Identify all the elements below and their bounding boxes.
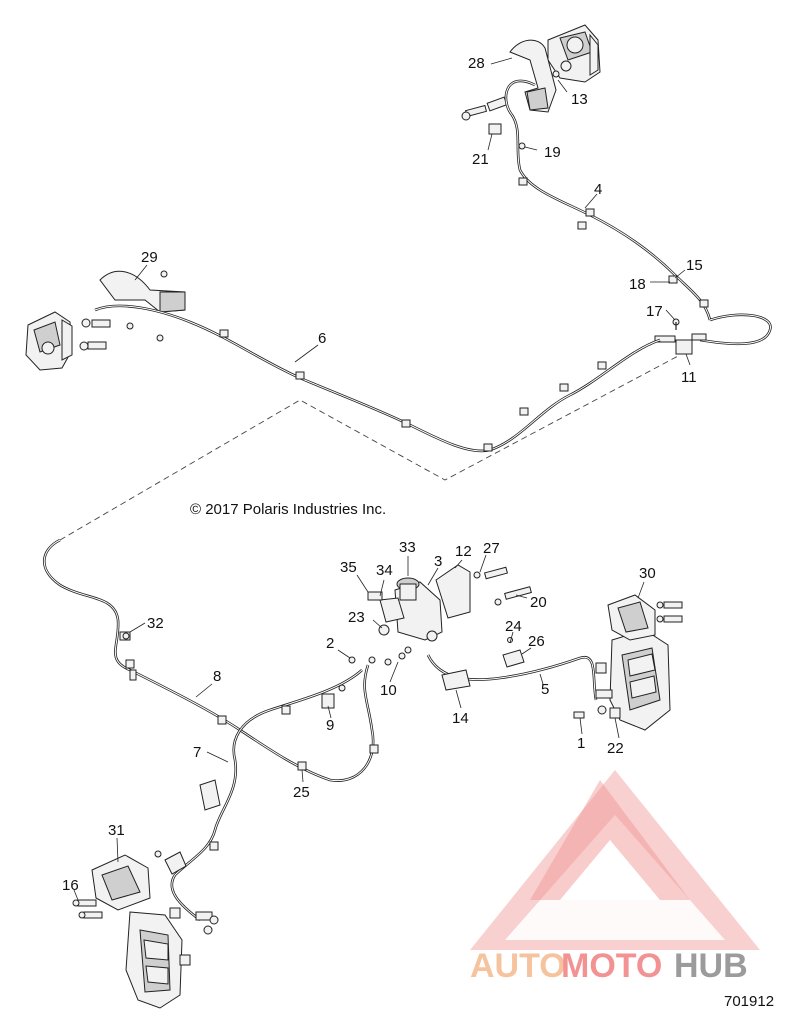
callout-11: 11	[681, 369, 697, 386]
clip-24	[502, 649, 525, 668]
callout-6: 6	[318, 330, 326, 347]
continuation-dashed-line	[59, 354, 681, 541]
line-clips-4	[518, 177, 709, 308]
callout-29: 29	[141, 249, 158, 266]
caliper-upper-left	[25, 311, 73, 371]
callout-32: 32	[147, 615, 164, 632]
hardware-lower-right	[573, 601, 683, 719]
callout-4: 4	[594, 181, 602, 198]
caliper-lower-left	[125, 911, 183, 1009]
brake-line-8	[43, 538, 375, 782]
callout-23: 23	[348, 609, 365, 626]
callout-24: 24	[505, 618, 522, 635]
mounting-bracket-28	[509, 39, 557, 113]
brake-line-4	[504, 79, 712, 321]
callout-21: 21	[472, 151, 489, 168]
callout-3: 3	[434, 553, 442, 570]
hardware-master-cylinder	[122, 566, 532, 709]
callout-25: 25	[293, 784, 310, 801]
callout-1: 1	[577, 735, 585, 752]
master-cylinder-3	[379, 577, 443, 642]
callout-5: 5	[541, 681, 549, 698]
brake-pad-31	[91, 854, 151, 911]
hardware-upper-right	[461, 70, 560, 150]
copyright-text: © 2017 Polaris Industries Inc.	[190, 501, 386, 518]
callout-31: 31	[108, 822, 125, 839]
watermark-text-auto: AUTO	[470, 947, 566, 985]
line-clips-8	[119, 631, 379, 771]
figure-number: 701912	[724, 993, 774, 1010]
callout-12: 12	[455, 543, 472, 560]
callout-8: 8	[213, 668, 221, 685]
brake-pad-30	[607, 594, 656, 641]
callout-15: 15	[686, 257, 703, 274]
callout-14: 14	[452, 710, 469, 727]
callout-28: 28	[468, 55, 485, 72]
callout-10: 10	[380, 682, 397, 699]
callout-19: 19	[544, 144, 561, 161]
line-clips-7	[209, 705, 291, 851]
watermark-logo: AUTO MOTO HUB	[470, 770, 760, 985]
callout-35: 35	[340, 559, 357, 576]
caliper-lower-right	[609, 629, 671, 731]
junction-block-11	[654, 333, 707, 355]
bracket-12	[435, 564, 471, 619]
callout-26: 26	[528, 633, 545, 650]
callout-16: 16	[62, 877, 79, 894]
callout-30: 30	[639, 565, 656, 582]
caliper-upper-right	[547, 24, 601, 83]
callout-27: 27	[483, 540, 500, 557]
callout-13: 13	[571, 91, 588, 108]
brake-line-6	[94, 304, 661, 453]
callout-33: 33	[399, 539, 416, 556]
hardware-upper-left	[79, 270, 168, 351]
hardware-lower-left	[72, 850, 219, 966]
watermark-text-moto: MOTO	[561, 947, 662, 985]
callout-17: 17	[646, 303, 663, 320]
mounting-bracket-29	[99, 270, 186, 313]
callout-9: 9	[326, 717, 334, 734]
callout-20: 20	[530, 594, 547, 611]
hose-loop-right	[699, 313, 772, 346]
callout-2: 2	[326, 635, 334, 652]
leader-lines	[73, 57, 691, 901]
callout-numbers: 28 13 21 19 4 15 18 17 11 29 6 33 3 12 2…	[62, 55, 703, 894]
callout-22: 22	[607, 740, 624, 757]
clip-part-25	[199, 779, 221, 811]
callout-34: 34	[376, 562, 393, 579]
bracket-14	[441, 669, 471, 691]
watermark-text-hub: HUB	[674, 947, 748, 985]
callout-7: 7	[193, 744, 201, 761]
callout-18: 18	[629, 276, 646, 293]
line-clips-6	[219, 329, 607, 452]
